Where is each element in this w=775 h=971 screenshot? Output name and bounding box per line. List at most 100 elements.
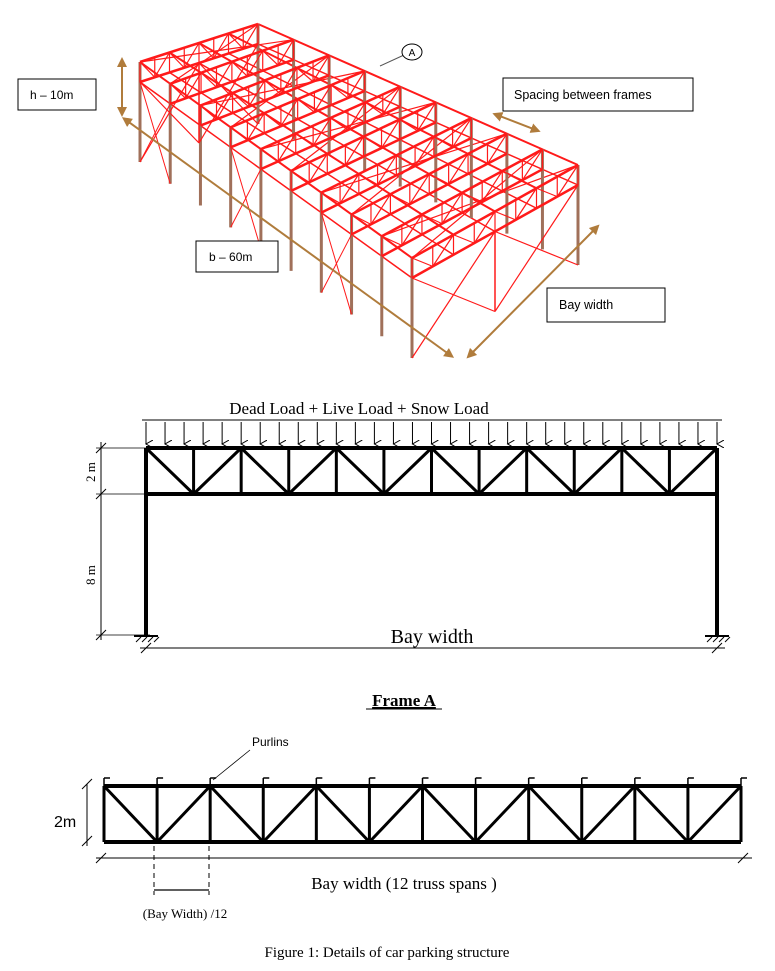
truss-diagonal <box>633 784 690 844</box>
iso-web <box>232 92 250 108</box>
truss-diagonal <box>287 446 338 496</box>
iso-web <box>297 98 315 113</box>
iso-web <box>326 153 346 166</box>
iso-web <box>536 187 558 198</box>
iso-web <box>312 55 330 82</box>
panel-dimension <box>153 846 210 895</box>
truss-diagonal <box>620 446 671 496</box>
truss-diagonal <box>580 784 636 844</box>
iso-web <box>169 83 187 99</box>
iso-web <box>216 92 234 120</box>
svg-text:A: A <box>409 48 416 59</box>
frame-title: Frame A <box>372 691 436 710</box>
purlins-leader <box>212 749 251 781</box>
svg-text:Bay width: Bay width <box>559 298 613 312</box>
truss-diagonal <box>262 784 318 844</box>
iso-web <box>231 61 248 77</box>
iso-web <box>139 61 156 78</box>
truss-diagonal <box>573 446 623 496</box>
iso-web <box>263 112 282 127</box>
truss-diagonal <box>421 784 477 844</box>
iso-web <box>264 79 282 95</box>
dim-truss-label: 2 m <box>83 462 98 482</box>
iso-web <box>494 210 516 221</box>
iso-web <box>248 80 266 108</box>
load-label: Dead Load + Live Load + Snow Load <box>229 399 489 418</box>
frame-a-marker: A <box>401 43 423 61</box>
iso-web <box>242 23 259 50</box>
iso-web <box>502 170 523 181</box>
truss-diagonal <box>478 446 528 496</box>
iso-web <box>313 84 332 113</box>
detail-truss <box>102 777 747 844</box>
truss-diagonal <box>527 784 583 844</box>
label-length-box: b – 60m <box>195 240 279 273</box>
truss-diagonal <box>525 446 576 496</box>
truss-diagonal <box>430 446 481 496</box>
iso-web <box>351 213 372 225</box>
iso-web <box>428 173 449 185</box>
label-spacing-box: Spacing between frames <box>502 77 694 112</box>
frame-height-dimension <box>95 442 150 641</box>
truss-diagonal <box>474 784 530 844</box>
iso-web <box>330 84 349 99</box>
svg-text:h – 10m: h – 10m <box>30 88 73 102</box>
frame-truss <box>144 446 719 496</box>
left-support <box>134 635 160 643</box>
iso-web <box>461 192 483 203</box>
truss-diagonal <box>368 784 424 844</box>
iso-web <box>467 153 488 165</box>
truss-diagonal <box>155 784 212 844</box>
right-support <box>705 635 731 643</box>
truss-diagonal <box>686 784 743 844</box>
truss-diagonal <box>209 784 265 844</box>
iso-web <box>230 126 248 141</box>
iso-web <box>321 192 341 204</box>
iso-web <box>213 33 230 59</box>
iso-web <box>200 72 217 88</box>
iso-web <box>481 170 503 203</box>
iso-side-brace <box>320 234 352 293</box>
iso-web <box>521 149 543 181</box>
figure-caption: Figure 1: Details of car parking structu… <box>265 945 510 961</box>
truss-diagonal <box>315 784 371 844</box>
iso-web <box>154 52 171 78</box>
truss-diagonal <box>668 446 719 496</box>
truss-height-label: 2m <box>54 814 76 831</box>
bay-dimension <box>140 642 725 654</box>
truss-diagonal <box>102 784 159 844</box>
iso-longitudinal <box>257 23 579 166</box>
svg-text:b – 60m: b – 60m <box>209 250 252 264</box>
iso-web <box>228 33 244 50</box>
label-bay-box: Bay width <box>546 287 666 323</box>
truss-height-dimension <box>81 778 93 847</box>
iso-web <box>169 52 185 69</box>
iso-web <box>515 187 538 221</box>
iso-web <box>347 70 366 99</box>
iso-web <box>486 133 508 165</box>
iso-web <box>365 101 384 115</box>
iso-web <box>277 39 295 66</box>
iso-web <box>452 117 472 148</box>
isometric-structure <box>138 22 580 359</box>
iso-web <box>198 42 215 59</box>
iso-web <box>246 50 264 77</box>
svg-text:Spacing between frames: Spacing between frames <box>514 88 652 102</box>
iso-web <box>262 50 279 66</box>
iso-web <box>290 170 310 183</box>
iso-web <box>280 67 298 95</box>
iso-web <box>556 164 579 197</box>
truss-diagonal <box>240 446 290 496</box>
iso-web <box>399 118 419 132</box>
iso-web <box>382 86 401 115</box>
iso-web <box>411 257 433 267</box>
iso-web <box>453 234 475 244</box>
iso-web <box>296 67 314 83</box>
label-height-box: h – 10m <box>17 78 97 111</box>
panel-width-label: (Bay Width) /12 <box>143 906 227 921</box>
truss-diagonal <box>382 446 433 496</box>
truss-diagonal <box>335 446 385 496</box>
dim-column-label: 8 m <box>83 565 98 585</box>
dimension-lines <box>117 54 600 359</box>
